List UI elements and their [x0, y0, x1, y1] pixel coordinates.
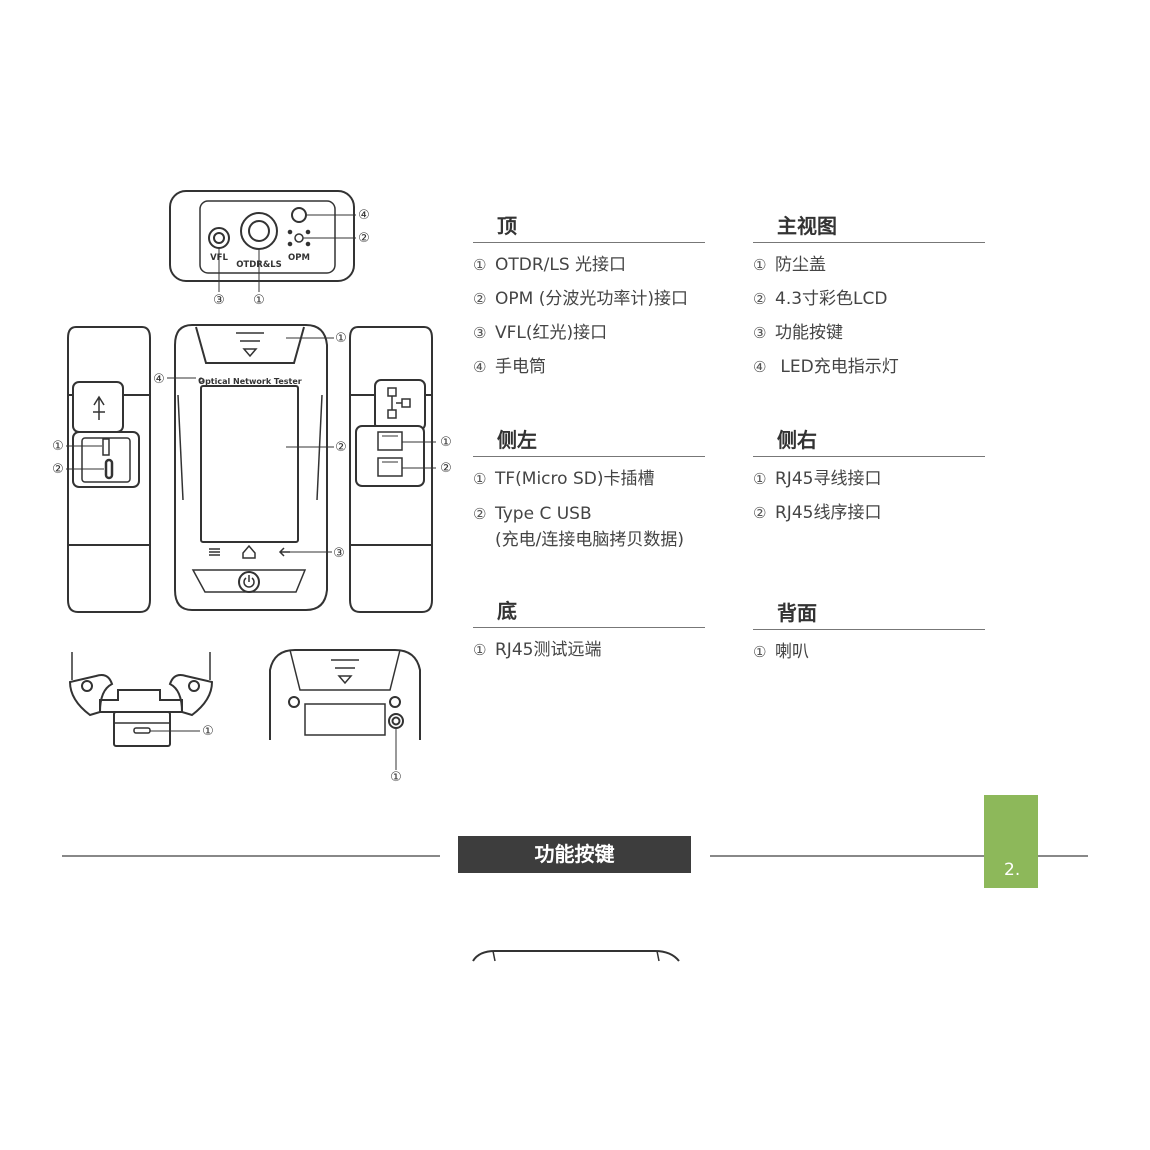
left-side-view	[66, 326, 151, 613]
callout-front-1: ①	[335, 331, 347, 346]
page-number-tab: 2.	[984, 795, 1038, 888]
section-title: 主视图	[753, 210, 985, 243]
device-outline-partial	[472, 950, 680, 962]
section-title: 顶	[473, 210, 705, 243]
screen-title: Optical Network Tester	[198, 377, 301, 386]
list-item: ④ LED充电指示灯	[753, 357, 899, 377]
callout-top-1: ①	[253, 293, 265, 308]
section-banner: 功能按键	[458, 836, 691, 873]
device-diagram: VFL OTDR&LS OPM Optical Network Tester ④…	[52, 190, 452, 785]
bottom-view	[68, 652, 214, 747]
section-title: 背面	[753, 597, 985, 630]
callout-front-4: ④	[153, 372, 165, 387]
section-title: 侧左	[473, 424, 705, 457]
callout-left-2: ②	[52, 462, 64, 477]
callout-top-2: ②	[358, 231, 370, 246]
callout-right-2: ②	[440, 461, 452, 476]
callout-bottom-1: ①	[202, 724, 214, 739]
vfl-label: VFL	[210, 253, 228, 263]
callout-left-1: ①	[52, 439, 64, 454]
front-view	[167, 324, 334, 611]
back-view	[269, 649, 421, 770]
callout-right-1: ①	[440, 435, 452, 450]
callout-top-4: ④	[358, 208, 370, 223]
callout-front-2: ②	[335, 440, 347, 455]
section-title: 底	[473, 595, 705, 628]
callout-top-3: ③	[213, 293, 225, 308]
top-view	[169, 190, 356, 292]
callout-front-3: ③	[333, 546, 345, 561]
page-number: 2.	[1004, 860, 1021, 880]
section-title: 侧右	[753, 424, 985, 457]
opm-label: OPM	[288, 253, 310, 263]
right-side-view	[349, 326, 436, 613]
otdr-label: OTDR&LS	[236, 260, 282, 270]
divider-left	[62, 855, 440, 857]
callout-back-1: ①	[390, 770, 402, 785]
divider-right	[710, 855, 1088, 857]
